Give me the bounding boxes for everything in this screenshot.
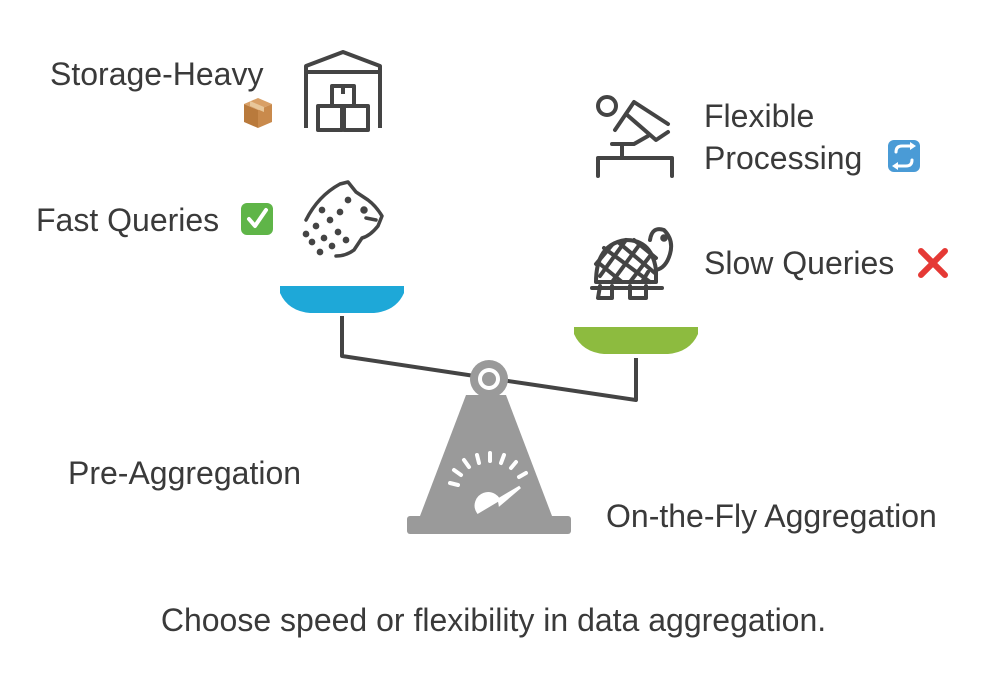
cross-mark-emoji-icon: [918, 248, 948, 278]
left-pan: [280, 286, 404, 313]
fast-queries-label: Fast Queries: [36, 202, 220, 238]
package-emoji-icon: [244, 98, 272, 128]
processing-label: Processing: [704, 140, 863, 176]
right-pan: [574, 327, 698, 354]
diagram-caption: Choose speed or flexibility in data aggr…: [160, 602, 827, 638]
scale-pivot: [470, 360, 508, 398]
stretching-person-icon: [596, 95, 674, 178]
warehouse-icon: [304, 50, 382, 132]
flexible-label: Flexible: [704, 98, 815, 134]
scale-base: [407, 395, 571, 534]
gauge-icon: [448, 451, 528, 515]
on-the-fly-aggregation-label: On-the-Fly Aggregation: [606, 498, 937, 534]
storage-heavy-label: Storage-Heavy: [50, 56, 264, 92]
cheetah-icon: [302, 180, 384, 258]
check-mark-emoji-icon: [241, 203, 273, 235]
repeat-emoji-icon: [888, 140, 920, 172]
slow-queries-label: Slow Queries: [704, 245, 895, 281]
pre-aggregation-label: Pre-Aggregation: [68, 455, 302, 491]
turtle-icon: [590, 227, 674, 300]
